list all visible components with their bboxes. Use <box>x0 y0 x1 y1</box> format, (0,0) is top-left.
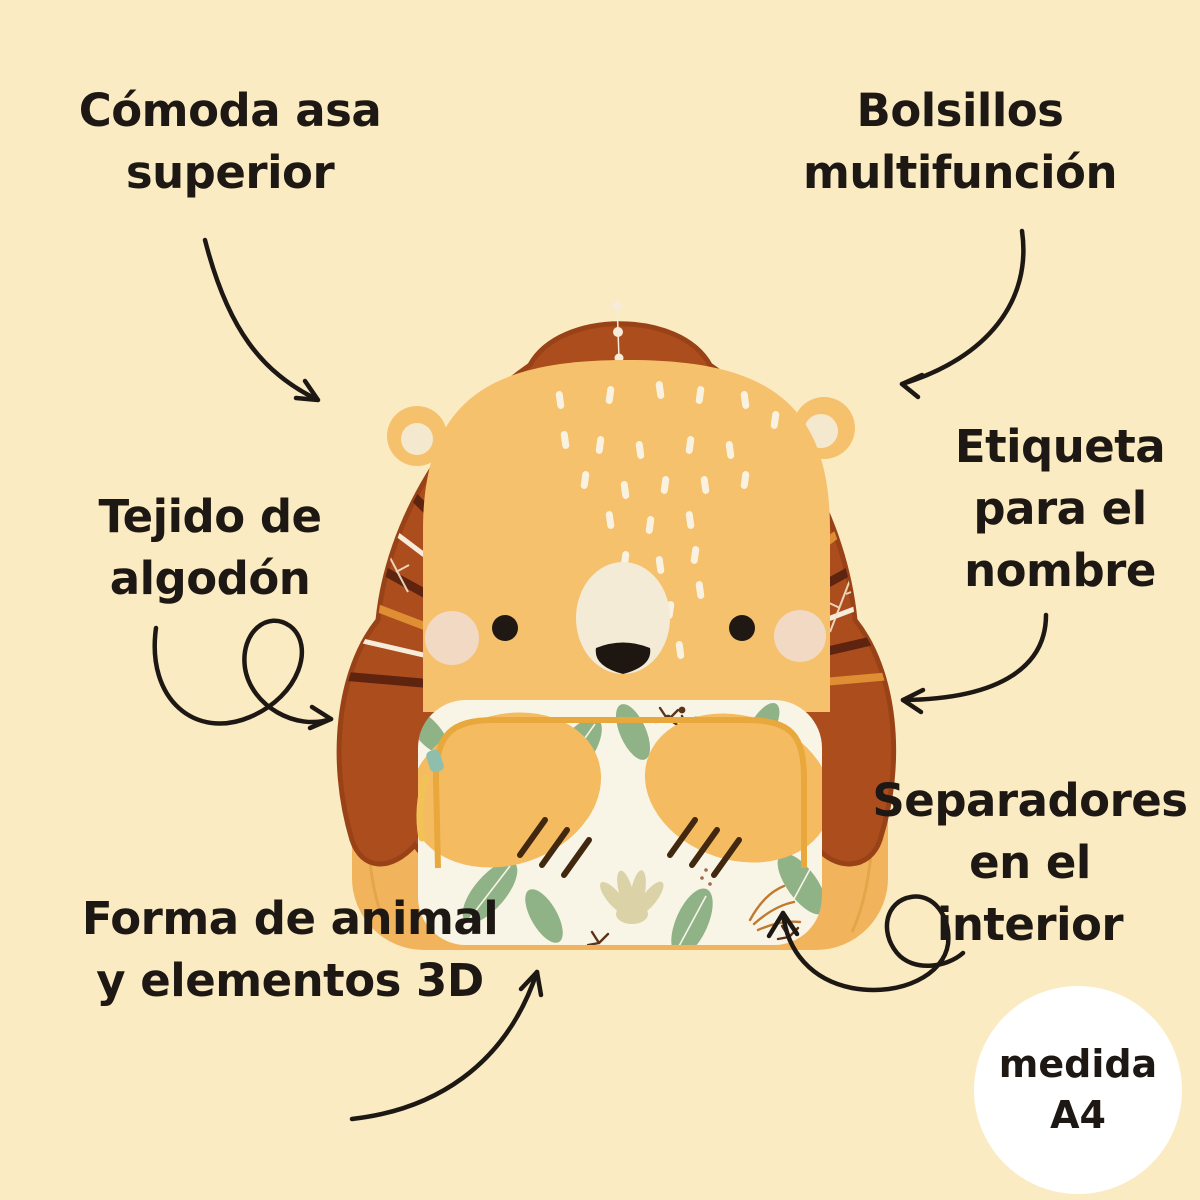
arrow-mid-right <box>900 612 1049 715</box>
left-eye <box>492 615 518 641</box>
label-line: para el <box>973 482 1147 536</box>
feature-label-top-handle: Cómoda asa superior <box>35 80 425 204</box>
feature-label-pockets: Bolsillos multifunción <box>755 80 1165 204</box>
size-badge-line: medida <box>998 1041 1158 1086</box>
feature-label-name-tag: Etiqueta para el nombre <box>925 416 1195 602</box>
muzzle <box>576 562 670 674</box>
nose <box>595 642 651 674</box>
label-line: y elementos 3D <box>96 954 484 1008</box>
flower-print <box>600 870 664 924</box>
label-line: nombre <box>964 544 1156 598</box>
arrow-mid-left-loop <box>152 618 334 731</box>
label-line: superior <box>125 146 335 200</box>
label-line: Forma de animal <box>81 892 499 945</box>
label-line: interior <box>936 898 1124 952</box>
label-line: Tejido de <box>98 490 322 543</box>
feature-label-dividers: Separadores en el interior <box>855 770 1200 956</box>
arrow-top-right <box>899 228 1026 400</box>
feature-label-animal-shape: Forma de animal y elementos 3D <box>50 888 530 1012</box>
right-eye <box>729 615 755 641</box>
label-line: algodón <box>109 552 311 606</box>
feature-label-fabric: Tejido de algodón <box>50 486 370 610</box>
label-line: Cómoda asa <box>78 84 382 137</box>
label-line: en el <box>969 836 1091 890</box>
lion-backpack-illustration <box>330 301 900 950</box>
label-line: Bolsillos <box>856 84 1064 137</box>
arrow-top-left <box>202 237 321 403</box>
size-badge-line: A4 <box>1050 1093 1106 1137</box>
label-line: Separadores <box>872 774 1188 827</box>
label-line: Etiqueta <box>954 420 1166 473</box>
size-badge: medida A4 <box>974 986 1182 1194</box>
lion-face <box>423 360 830 712</box>
zipper-pull <box>426 749 444 773</box>
front-pocket <box>416 700 822 945</box>
right-cheek <box>774 610 826 662</box>
left-cheek <box>425 611 479 665</box>
zipper-tassel <box>416 774 430 842</box>
pocket-zipper <box>432 717 807 869</box>
lion-paws <box>418 712 822 878</box>
label-line: multifunción <box>803 146 1118 200</box>
